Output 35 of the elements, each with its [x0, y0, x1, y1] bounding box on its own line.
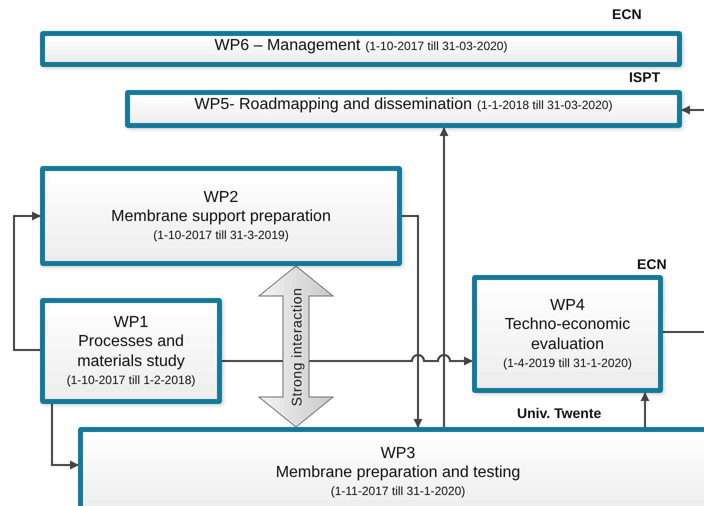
- package-title: Techno-economic evaluation: [504, 315, 632, 356]
- work-package-box: [125, 90, 682, 128]
- package-title: WP5- Roadmapping and dissemination: [194, 95, 472, 115]
- work-package-box: [40, 166, 402, 266]
- arrow: [663, 106, 704, 333]
- package-title: Membrane support preparation: [111, 207, 331, 228]
- package-number: WP2: [204, 188, 238, 208]
- work-package-box: [78, 427, 704, 506]
- arrow: [440, 127, 448, 427]
- work-package-box: [40, 298, 222, 404]
- package-number: WP1: [114, 313, 148, 332]
- edge-label: Strong interaction: [288, 287, 304, 406]
- arrow: [402, 215, 422, 428]
- date-range: (1-10-2017 till 1-2-2018): [66, 372, 196, 389]
- partner-label: ECN: [612, 6, 642, 22]
- package-number: WP4: [550, 296, 585, 316]
- date-range: (1-1-2018 till 31-03-2020): [477, 97, 612, 114]
- date-range: (1-11-2017 till 31-1-2020): [330, 483, 466, 500]
- package-title: Membrane preparation and testing: [276, 463, 520, 484]
- arrow: [13, 212, 41, 351]
- double-block-arrow: [258, 265, 334, 428]
- date-range: (1-10-2017 till 31-03-2020): [365, 38, 508, 55]
- arrow: [222, 354, 473, 366]
- arrow: [640, 392, 650, 427]
- package-number: WP3: [380, 444, 416, 464]
- package-title: Processes and materials study: [76, 332, 186, 372]
- date-range: (1-10-2017 till 31-3-2019): [153, 227, 289, 244]
- partner-label: ECN: [637, 256, 667, 272]
- partner-label: Univ. Twente: [517, 405, 602, 421]
- work-package-box: [40, 31, 682, 67]
- arrow: [51, 404, 79, 470]
- date-range: (1-4-2019 till 31-1-2020): [503, 355, 632, 372]
- work-package-box: [472, 275, 663, 393]
- package-title: WP6 – Management: [214, 36, 360, 56]
- partner-label: ISPT: [629, 69, 660, 85]
